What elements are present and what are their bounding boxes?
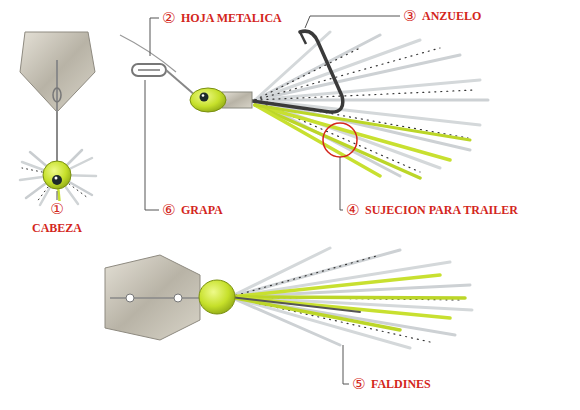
callout-number: ③ <box>402 8 417 24</box>
callout-number: ② <box>161 10 176 26</box>
part-name: CABEZA <box>31 221 83 235</box>
part-name: FALDINES <box>370 377 432 391</box>
leader-lines <box>57 16 400 384</box>
callout-number: ⑥ <box>161 202 176 218</box>
part-name: HOJA METALICA <box>180 11 283 25</box>
part-name: ANZUELO <box>421 9 482 23</box>
top-view-lure <box>105 248 472 348</box>
side-view-lure <box>120 31 488 178</box>
part-name: SUJECION PARA TRAILER <box>364 203 519 217</box>
part-name: GRAPA <box>180 203 224 217</box>
callout-number: ① <box>49 201 64 217</box>
front-view-lure <box>20 32 96 206</box>
callout-number: ⑤ <box>351 376 366 392</box>
callout-number: ④ <box>345 202 360 218</box>
